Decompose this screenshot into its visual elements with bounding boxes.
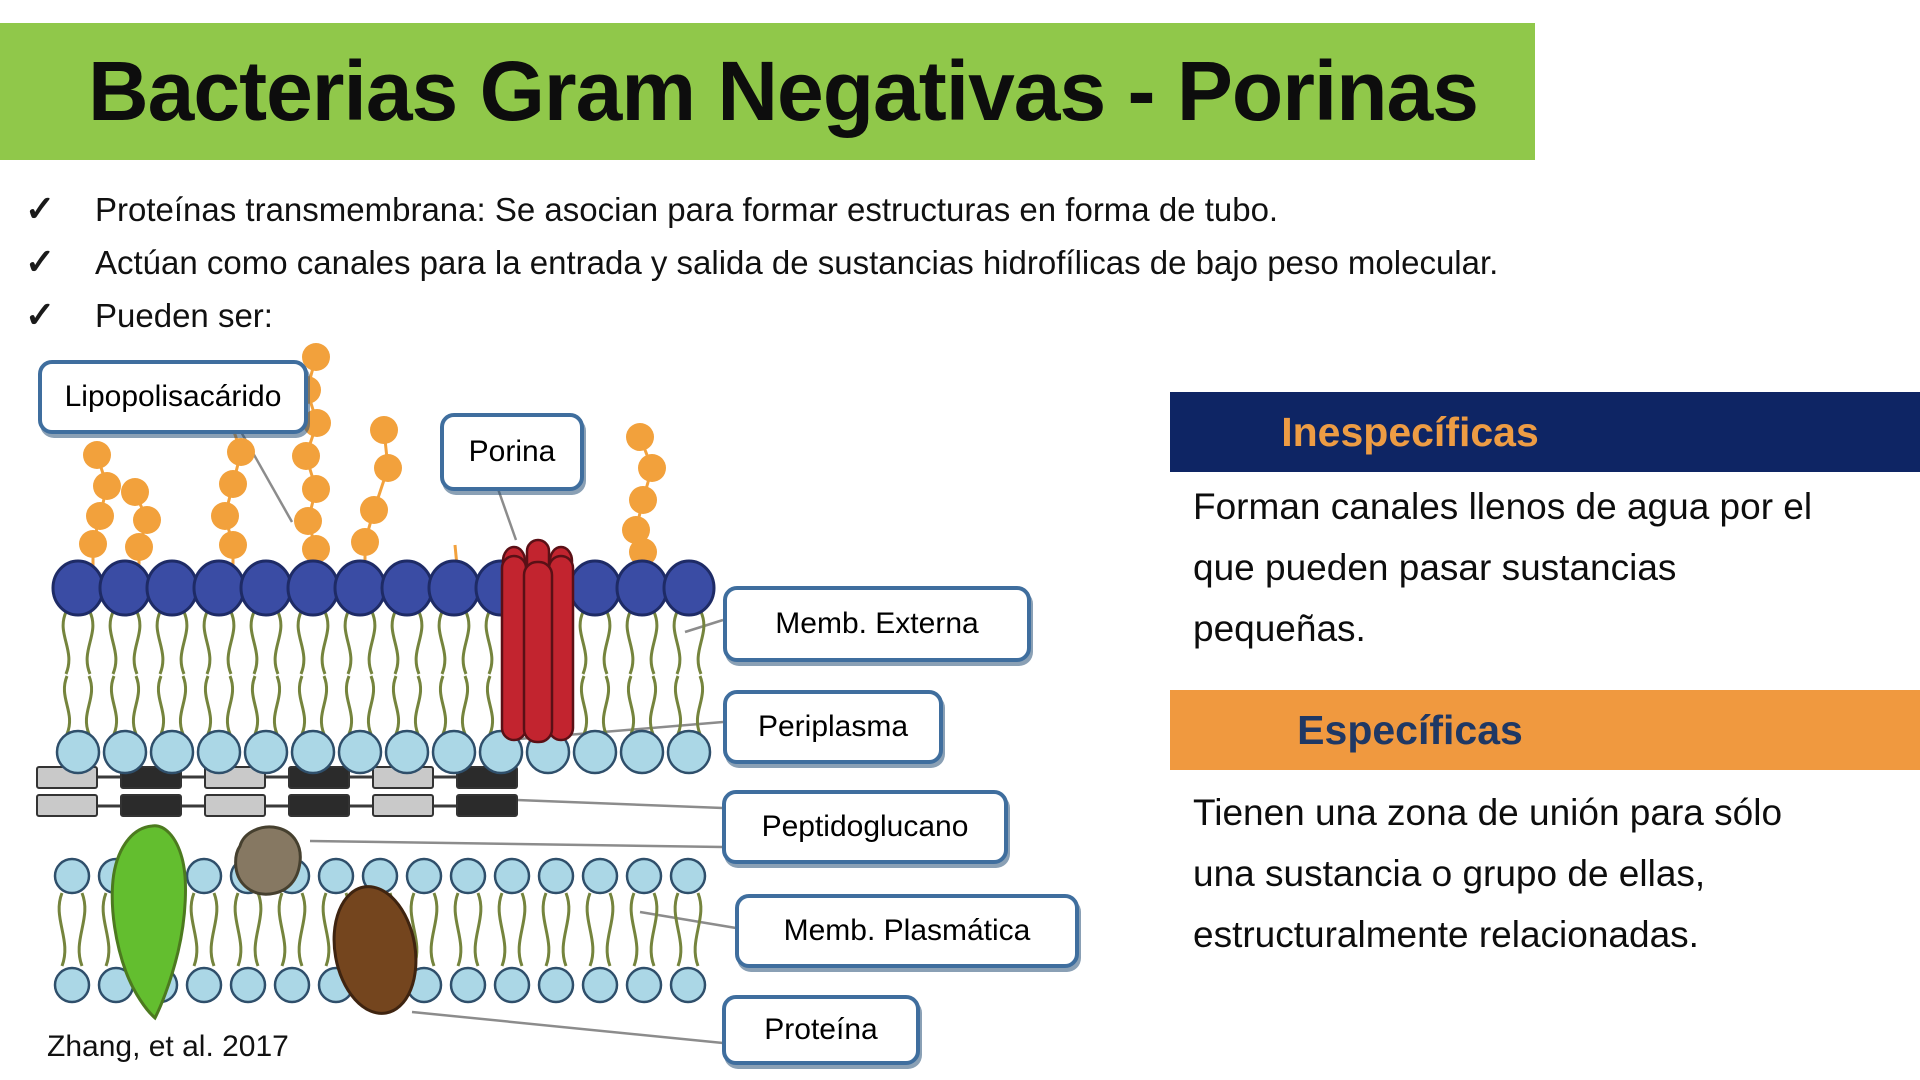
bullet-item: ✓ Proteínas transmembrana: Se asocian pa… [25,188,1498,241]
membrane-diagram: Lipopolisacárido Porina Memb. Externa Pe… [36,343,1079,1065]
especificas-body: Tienen una zona de unión para sólo una s… [1193,792,1783,955]
label-memb-plasmatica: Memb. Plasmática [735,894,1079,968]
title-bar: Bacterias Gram Negativas - Porinas [0,23,1535,160]
checkmark-icon: ✓ [25,188,56,229]
label-text: Memb. Externa [775,607,979,640]
especificas-title: Específicas [1297,706,1523,753]
checkmark-icon: ✓ [25,241,56,282]
bullet-text: Proteínas transmembrana: Se asocian para… [95,191,1279,228]
label-text: Proteína [764,1013,878,1046]
bullet-item: ✓ Pueden ser: [25,294,1498,347]
label-text: Memb. Plasmática [783,914,1031,947]
label-proteina: Proteína [722,995,920,1065]
label-text: Peptidoglucano [761,810,969,843]
inespecificas-title: Inespecíficas [1281,408,1539,455]
label-text: Periplasma [757,710,909,743]
inespecificas-header-bar: Inespecíficas [1170,392,1920,472]
bullet-text: Pueden ser: [95,297,273,334]
bullet-list: ✓ Proteínas transmembrana: Se asocian pa… [25,188,1498,347]
citation: Zhang, et al. 2017 [47,1030,289,1063]
page-title: Bacterias Gram Negativas - Porinas [88,44,1479,138]
membrane-illustration [36,343,737,1045]
bullet-item: ✓ Actúan como canales para la entrada y … [25,241,1498,294]
label-memb-externa: Memb. Externa [723,586,1031,662]
label-text: Porina [468,435,556,468]
especificas-header-bar: Específicas [1170,690,1920,770]
label-text: Lipopolisacárido [64,380,282,413]
bullet-text: Actúan como canales para la entrada y sa… [95,244,1499,281]
label-porina: Porina [440,413,584,491]
label-periplasma: Periplasma [723,690,943,764]
checkmark-icon: ✓ [25,294,56,335]
label-peptidoglucano: Peptidoglucano [722,790,1008,864]
inespecificas-body: Forman canales llenos de agua por el que… [1193,486,1813,649]
label-lipopolisacarido: Lipopolisacárido [38,360,308,434]
